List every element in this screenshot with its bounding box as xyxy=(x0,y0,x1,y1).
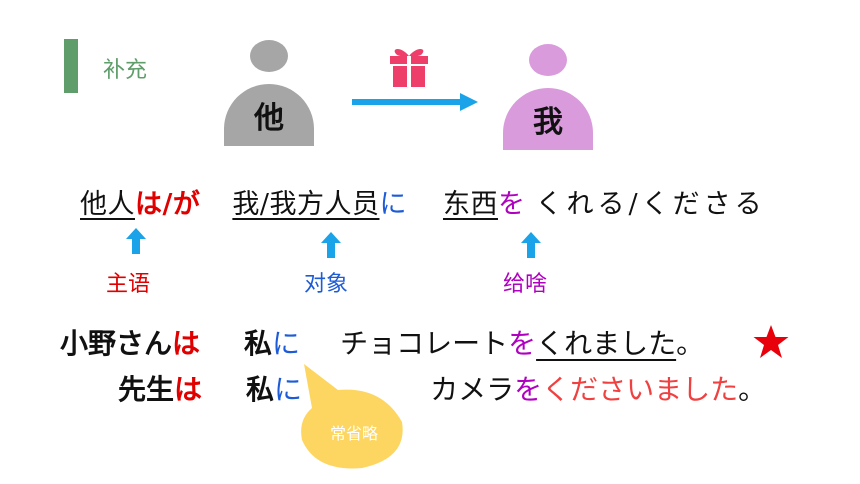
ex2-recipient: 私 xyxy=(246,373,275,406)
speech-bubble xyxy=(301,364,403,469)
role-object: 对象 xyxy=(304,272,349,297)
ex2-object-particle: を xyxy=(514,373,543,406)
example-sentence-1: 小野さんは 私に チョコレートをくれました。 xyxy=(60,322,704,362)
ex1-verb: くれました xyxy=(536,327,677,360)
receiver-head xyxy=(529,44,567,76)
ex2-verb: くださいました xyxy=(542,373,739,406)
ex2-period: 。 xyxy=(738,373,767,406)
pattern-subject: 他人 xyxy=(80,189,135,220)
role-subject: 主语 xyxy=(106,272,151,297)
ex1-recipient: 私 xyxy=(244,327,273,360)
giver-label: 他 xyxy=(254,101,284,136)
ex2-object: カメラ xyxy=(430,373,515,406)
ex2-recipient-particle: に xyxy=(274,373,303,406)
pattern-thing-particle: を xyxy=(497,189,526,220)
receiver-body: 我 xyxy=(503,88,593,150)
grammar-pattern: 他人は/が我/我方人员に 东西をくれる/くださる xyxy=(80,182,766,221)
pattern-thing: 东西 xyxy=(442,189,498,220)
receiver-label: 我 xyxy=(533,105,563,140)
gift-icon xyxy=(390,49,428,87)
role-thing: 给啥 xyxy=(503,272,548,297)
ex1-period: 。 xyxy=(676,327,705,360)
pattern-subject-particle: は/が xyxy=(135,189,201,220)
transfer-arrow-icon xyxy=(352,93,478,111)
receiver-figure: 我 xyxy=(503,44,593,150)
ex2-topic-particle: は xyxy=(174,373,203,406)
ex1-object: チョコレート xyxy=(340,327,509,360)
bubble-text: 常省略 xyxy=(330,424,379,443)
giver-figure: 他 xyxy=(224,40,314,146)
giver-body: 他 xyxy=(224,84,314,146)
giver-head xyxy=(250,40,288,72)
pattern-verb: くれる/くださる xyxy=(535,189,766,220)
pattern-object: 我/我方人员 xyxy=(232,189,380,220)
ex1-subject: 小野さん xyxy=(60,327,173,360)
ex1-object-particle: を xyxy=(508,327,537,360)
example-sentence-2: 先生は 私に カメラをくださいました。 xyxy=(118,368,766,408)
ex1-recipient-particle: に xyxy=(272,327,301,360)
ex1-topic-particle: は xyxy=(172,327,201,360)
pattern-object-particle: に xyxy=(379,189,407,220)
star-icon xyxy=(753,325,789,358)
accent-bar xyxy=(64,39,78,93)
up-arrow-icon xyxy=(321,232,341,258)
ex2-subject: 先生 xyxy=(118,373,175,406)
up-arrow-icon xyxy=(521,232,541,258)
section-label: 补充 xyxy=(103,58,148,83)
up-arrow-icon xyxy=(126,228,146,254)
